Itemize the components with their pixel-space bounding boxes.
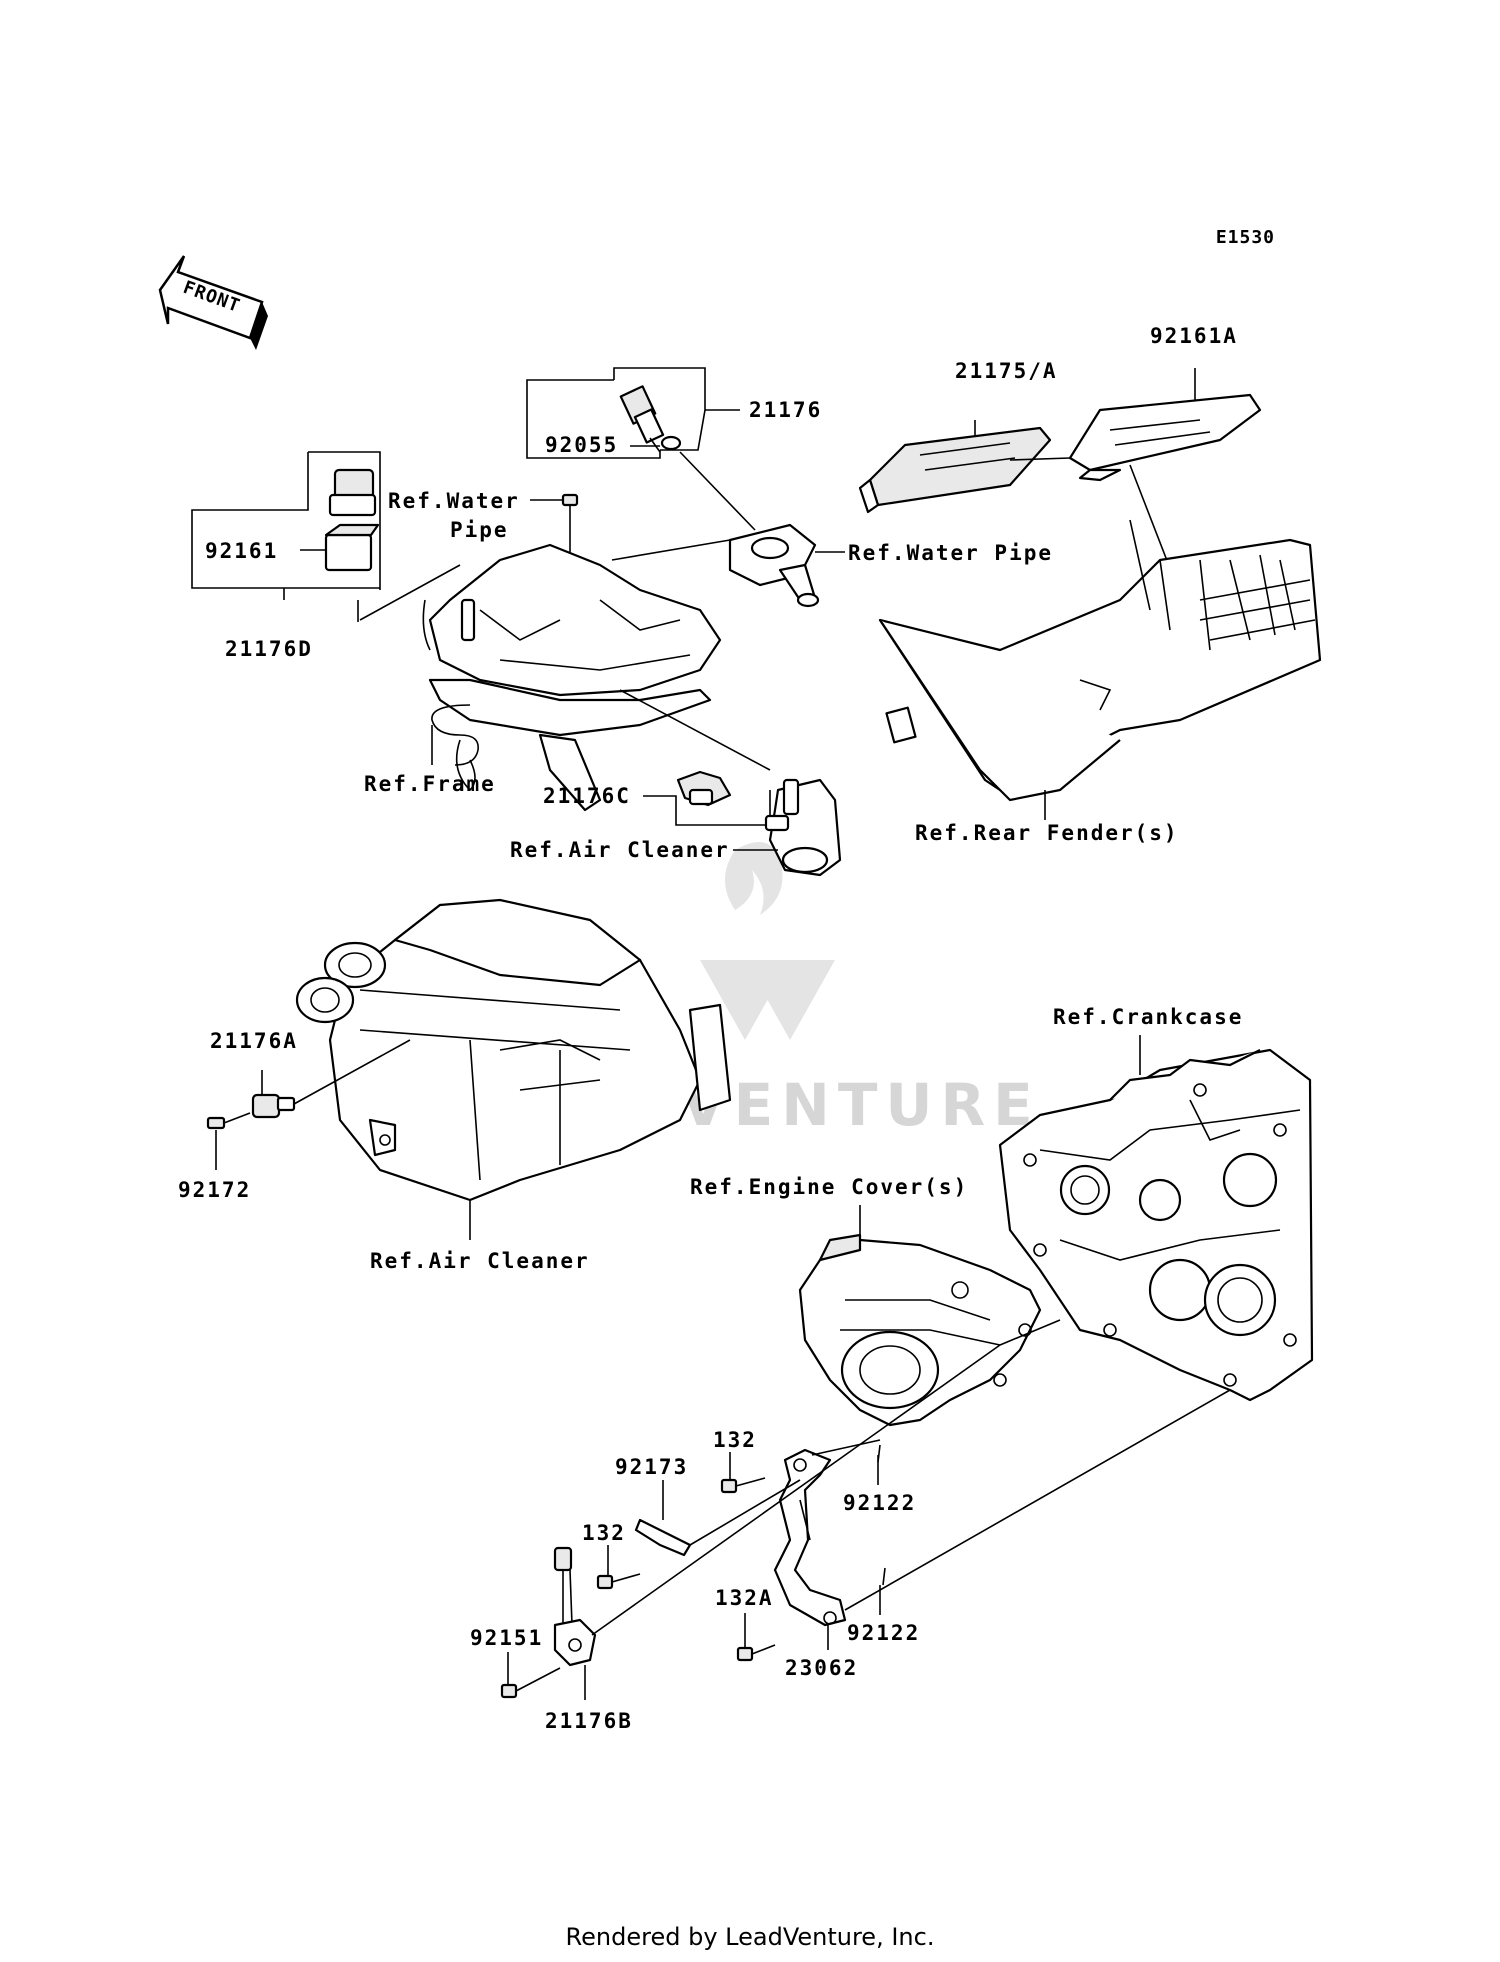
intake-temp-sensor-group [206, 1039, 411, 1170]
label-ref-water-pipe-1-line2: Pipe [450, 518, 509, 542]
label-132-top: 132 [713, 1428, 757, 1452]
label-92151: 92151 [470, 1626, 543, 1650]
rear-fender-icon [878, 519, 1322, 802]
label-ref-air-cleaner-1: Ref.Air Cleaner [510, 838, 730, 862]
label-92161a: 92161A [1150, 324, 1238, 348]
dowel-pin-2-icon [882, 1567, 886, 1586]
intake-duct-icon [764, 778, 842, 877]
label-92172: 92172 [178, 1178, 251, 1202]
label-21176c: 21176C [543, 784, 631, 808]
label-92055: 92055 [545, 433, 618, 457]
bolt-132-mid-icon [596, 1573, 641, 1590]
label-ref-crankcase: Ref.Crankcase [1053, 1005, 1243, 1029]
label-92173: 92173 [615, 1455, 688, 1479]
label-ref-water-pipe-2: Ref.Water Pipe [848, 541, 1053, 565]
label-ref-engine-cover: Ref.Engine Cover(s) [690, 1175, 968, 1199]
frame-clip-icon [431, 704, 479, 766]
gear-sensor-group [500, 1344, 1231, 1700]
label-92161: 92161 [205, 539, 278, 563]
screw-92151-icon [500, 1667, 561, 1699]
label-21176b: 21176B [545, 1709, 633, 1733]
gear-position-sensor-icon [553, 1546, 597, 1667]
footer-credit: Rendered by LeadVenture, Inc. [566, 1923, 935, 1951]
intake-temp-sensor-icon [251, 1093, 296, 1119]
label-92122-bottom: 92122 [847, 1621, 920, 1645]
label-21176a: 21176A [210, 1029, 298, 1053]
map-sensor-icon [676, 770, 732, 807]
label-ref-frame: Ref.Frame [364, 772, 496, 796]
crankcase-icon [998, 1048, 1314, 1402]
sensor-bracket-icon [773, 1448, 847, 1627]
clamp-92173-icon [634, 1518, 692, 1557]
diagram-code: E1530 [1216, 227, 1275, 248]
water-pipe-fitting-icon [728, 523, 820, 608]
bolt-132-top-icon [720, 1477, 766, 1494]
air-cleaner-icon [295, 898, 732, 1202]
label-92122-top: 92122 [843, 1491, 916, 1515]
relay-group [191, 451, 461, 622]
label-21176d: 21176D [225, 637, 313, 661]
water-temp-sensor-icon [619, 385, 665, 453]
label-ref-rear-fender: Ref.Rear Fender(s) [915, 821, 1179, 845]
frame-icon [422, 543, 722, 812]
ecu-holder-icon [1068, 393, 1262, 482]
screw-icon [206, 1112, 251, 1130]
map-sensor-group [619, 689, 842, 877]
ecu-icon [858, 426, 1052, 514]
o-ring-icon [660, 435, 682, 451]
front-arrow-icon: FRONT [158, 255, 268, 350]
label-21175a: 21175/A [955, 359, 1058, 383]
bolt-132a-icon [736, 1644, 776, 1662]
label-23062: 23062 [785, 1656, 858, 1680]
label-132a: 132A [715, 1586, 774, 1610]
label-ref-water-pipe-1-line1: Ref.Water [388, 489, 520, 513]
bolt-icon [561, 493, 579, 520]
ecu-group [858, 368, 1262, 621]
water-temp-sensor-group [526, 367, 845, 608]
label-ref-air-cleaner-2: Ref.Air Cleaner [370, 1249, 590, 1273]
relay-icon-2 [324, 523, 380, 572]
label-21176: 21176 [749, 398, 822, 422]
relay-icon-1 [328, 468, 377, 517]
engine-cover-icon [798, 1233, 1042, 1427]
label-132-mid: 132 [582, 1521, 626, 1545]
